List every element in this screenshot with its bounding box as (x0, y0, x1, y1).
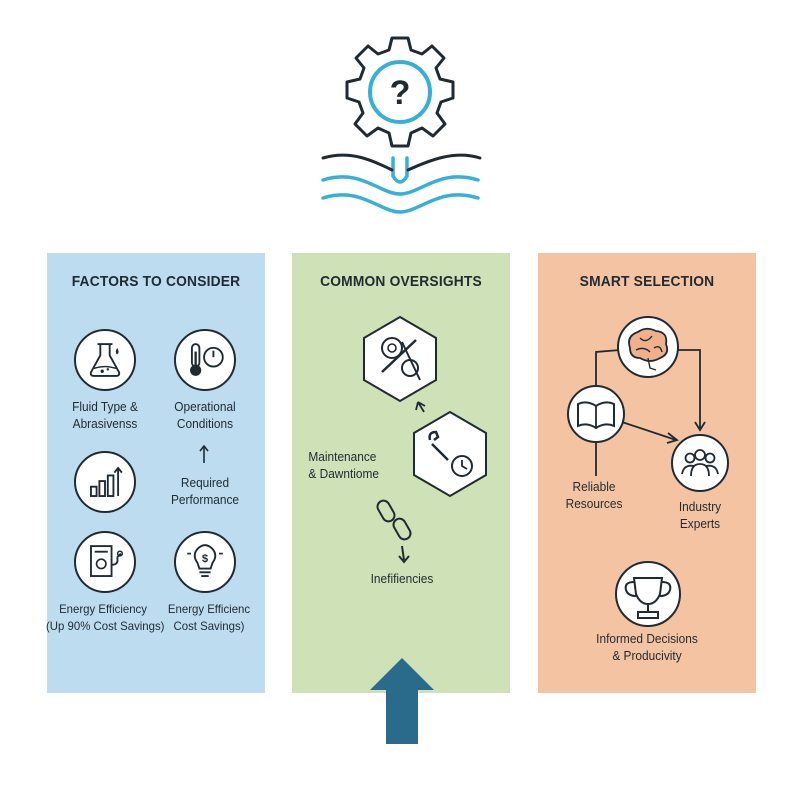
fluid-type-label: Fluid Type &Abrasivenss (72, 400, 138, 431)
selection-title: SMART SELECTION (579, 273, 715, 290)
svg-text:$: $ (202, 553, 209, 565)
wrench-clock-icon (413, 410, 487, 498)
up-arrow (198, 444, 210, 464)
energy-meter-icon (74, 531, 136, 593)
book-icon (567, 385, 625, 443)
trophy-icon (615, 561, 681, 627)
flask-icon (74, 329, 136, 391)
svg-text:?: ? (390, 74, 411, 112)
inefficiencies-label: Inefifiencies (370, 572, 434, 586)
broken-chain-icon (376, 499, 412, 564)
energy-efficiency-left-label: Energy Efficiency(Up 90% Cost Savings) (46, 602, 165, 633)
brain-icon (617, 316, 679, 378)
bar-chart-arrow-icon (74, 451, 136, 513)
decisions-label: Informed Decisions& Producivity (596, 632, 698, 663)
thermometer-gauge-icon (174, 329, 236, 391)
lightbulb-dollar-icon: $ (174, 531, 236, 593)
factors-panel: FACTORS TO CONSIDER Fluid Type &Abrasive… (46, 253, 265, 693)
factors-title: FACTORS TO CONSIDER (71, 273, 241, 290)
oversights-title: COMMON OVERSIGHTS (320, 273, 482, 290)
people-icon (671, 434, 729, 492)
gears-wrench-icon (363, 315, 437, 403)
maintenance-label: Maintenance& Dawntiome (308, 450, 380, 481)
